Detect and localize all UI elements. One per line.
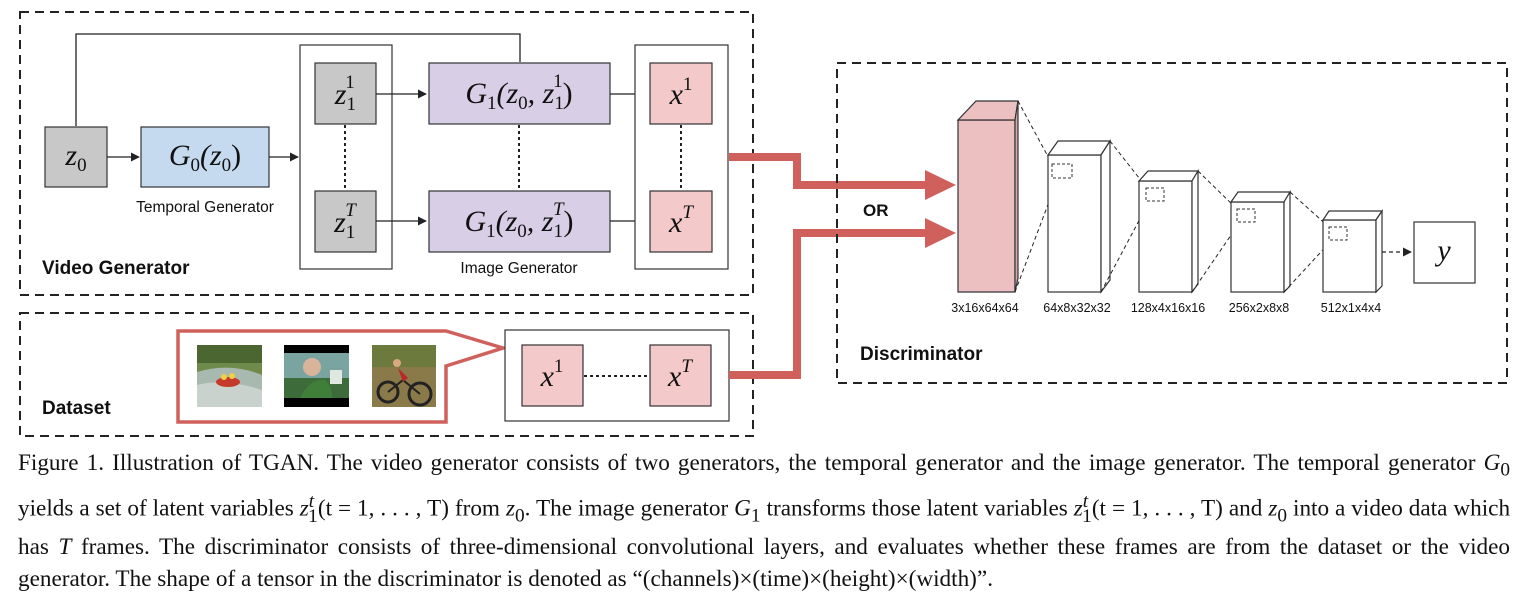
z0-skip-line (75, 33, 521, 126)
disc-layer-4 (1229, 189, 1292, 294)
figure-caption: Figure 1. Illustration of TGAN. The vide… (18, 450, 1511, 592)
dataset-frame (19, 312, 754, 437)
xT-dataset-label: xT (667, 356, 693, 393)
g0-label: G0(z0) (169, 139, 241, 176)
disc-layer-5 (1321, 209, 1384, 294)
z1-bottom-box (314, 190, 377, 253)
output-label: y (1434, 234, 1451, 267)
dataset-to-discriminator-arrow (729, 229, 928, 379)
discriminator-label: Discriminator (860, 344, 983, 365)
dataset-thumbnail-cyclist (372, 345, 436, 407)
g1-bottom-label: G1(z0, z1T) (464, 199, 573, 242)
z1-top-label: z11 (334, 72, 356, 115)
dataset-thumbnail-rafting (197, 345, 262, 407)
generator-to-discriminator-arrow (729, 153, 928, 189)
disc-layer-1 (956, 100, 1019, 293)
video-generator-label: Video Generator (42, 258, 190, 279)
image-generator-label: Image Generator (460, 260, 577, 277)
or-label: OR (863, 201, 889, 220)
temporal-generator-label: Temporal Generator (136, 199, 274, 216)
dataset-thumbnail-child (284, 345, 349, 407)
x1-dataset-box (521, 344, 584, 407)
x1-dataset-label: x1 (540, 356, 564, 393)
discriminator-frame (836, 62, 1508, 384)
disc-layer-2 (1046, 138, 1112, 294)
image-generator-bottom-box (428, 190, 611, 253)
z0-box (44, 126, 108, 188)
xT-generated-label: xT (668, 202, 694, 239)
z0-label: z0 (64, 139, 86, 176)
image-generator-top-box (428, 62, 611, 125)
disc-conn-1a (1017, 100, 1053, 165)
g1-top-label: G1(z0, z11) (465, 71, 572, 114)
temporal-generator-box (140, 126, 270, 188)
xT-generated-box (649, 190, 713, 253)
shape-label-3: 128x4x16x16 (1131, 301, 1205, 315)
shape-label-5: 512x1x4x4 (1321, 301, 1382, 315)
dataset-label: Dataset (42, 398, 111, 419)
shape-label-4: 256x2x8x8 (1229, 301, 1290, 315)
output-box (1413, 221, 1476, 284)
shape-label-2: 64x8x32x32 (1043, 301, 1110, 315)
xT-dataset-box (649, 344, 712, 407)
shape-label-1: 3x16x64x64 (951, 301, 1018, 315)
z1-bottom-label: z1T (333, 200, 357, 243)
dataset-arrowhead (925, 218, 956, 248)
disc-layer-3 (1137, 168, 1200, 294)
x1-generated-label: x1 (669, 74, 693, 111)
x1-generated-box (649, 62, 713, 125)
generator-arrowhead (925, 170, 956, 200)
disc-conn-3a (1197, 170, 1239, 211)
diagram-canvas: Video Generator z0 G0(z0) Temporal Gener… (19, 11, 1508, 437)
